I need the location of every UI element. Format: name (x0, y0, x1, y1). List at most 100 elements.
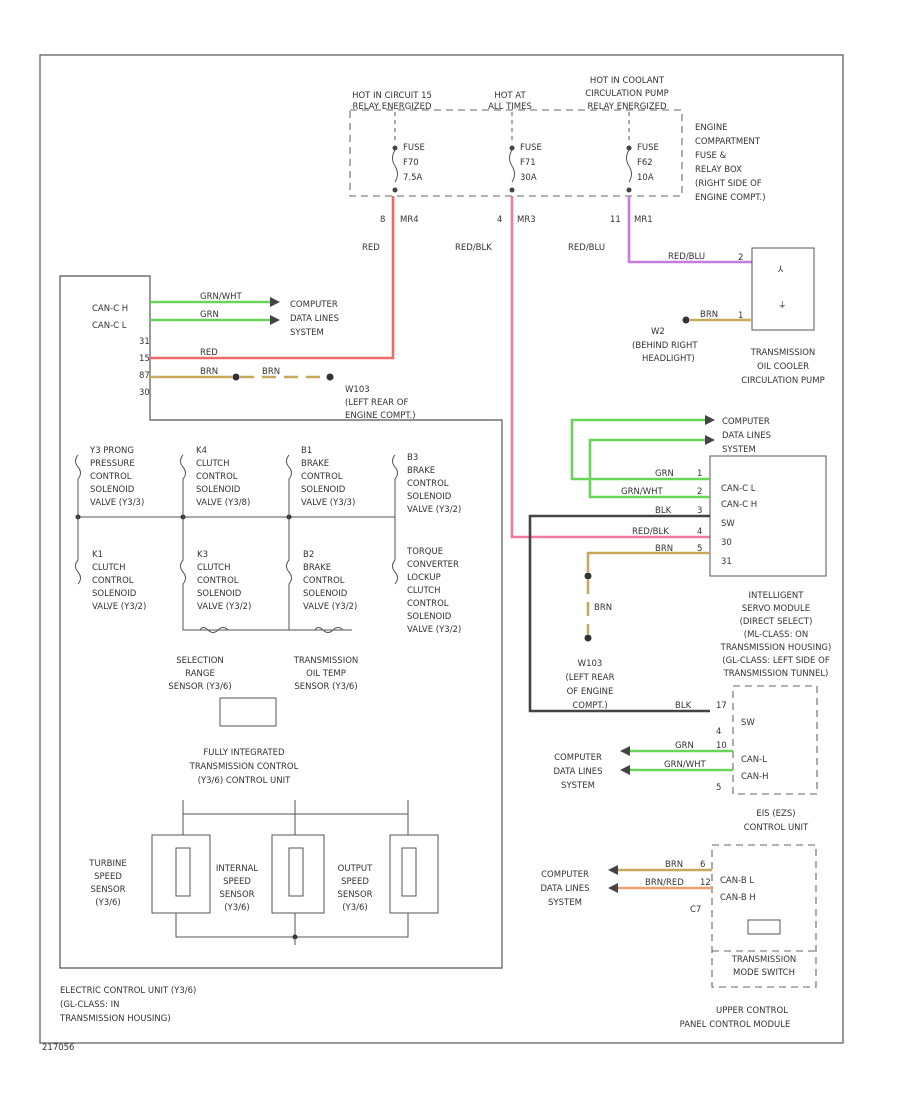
upper-panel-box (711, 844, 817, 988)
ism-label-line-5: TRANSMISSION HOUSING) (720, 643, 832, 653)
upper-wire-brn: BRN (665, 860, 683, 870)
pump-label-line-3: CIRCULATION PUMP (741, 376, 824, 386)
internal-sensor-line-2: SPEED (223, 877, 251, 887)
power-source-2: HOT AT ALL TIMES (488, 91, 532, 112)
fuse-box-line-3: FUSE & (695, 151, 727, 161)
internal-sensor-line-1: INTERNAL (216, 864, 259, 874)
pump-label-line-1: TRANSMISSION (750, 348, 816, 358)
upper-pin-6: 6 (700, 860, 705, 870)
eis-label-line-1: EIS (EZS) (756, 809, 795, 819)
temp-sensor-line-1: TRANSMISSION (293, 656, 359, 666)
eis-can-dest-line-2: DATA LINES (554, 767, 603, 777)
solenoid-tc-line-6: SOLENOID (407, 612, 452, 622)
pump-power-wire (627, 196, 752, 264)
ecu-label-line-1: ELECTRIC CONTROL UNIT (Y3/6) (60, 986, 196, 996)
fuse-box-label: ENGINE COMPARTMENT FUSE & RELAY BOX (RIG… (695, 123, 766, 203)
ism-pin-5: 5 (697, 544, 702, 554)
solenoid-b2-line-3: CONTROL (303, 576, 345, 586)
ecu-can-h-wire-label: GRN/WHT (200, 292, 243, 302)
solenoid-k4-line-2: CLUTCH (196, 459, 230, 469)
temp-sensor-line-3: SENSOR (Y3/6) (294, 682, 357, 692)
eis-pin-sw: SW (741, 718, 755, 728)
ism-pin-31: 31 (721, 557, 732, 567)
ecu-ground-id: W103 (345, 385, 370, 395)
fuse-pin-8: 8 (380, 215, 385, 225)
pump-pin-1: 1 (738, 311, 743, 321)
temp-sensor-line-2: OIL TEMP (306, 669, 346, 679)
ecu-can-dest-line-2: DATA LINES (290, 314, 339, 324)
solenoid-b3-line-5: VALVE (Y3/2) (407, 505, 461, 515)
selection-range-sensor: SELECTION RANGE SENSOR (Y3/6) (168, 656, 231, 692)
solenoid-k1: K1 CLUTCH CONTROL SOLENOID VALVE (Y3/2) (92, 550, 146, 612)
diagram-id: 217056 (42, 1043, 74, 1053)
ecu-ground-loc-1: (LEFT REAR OF (345, 398, 408, 408)
eis-wire-grn: GRN (675, 741, 694, 751)
ecu-ground-wire-1-label: BRN (200, 367, 218, 377)
solenoid-tc-line-3: LOCKUP (407, 573, 441, 583)
fuse-connector-mr3: MR3 (517, 215, 536, 225)
solenoid-y3-prong-line-1: Y3 PRONG (89, 446, 134, 456)
wire-color-red: RED (362, 243, 380, 253)
ism-label-line-6: (GL-CLASS: LEFT SIDE OF (722, 656, 830, 666)
ecu-label: ELECTRIC CONTROL UNIT (Y3/6) (GL-CLASS: … (59, 986, 196, 1024)
fuse-box-line-4: RELAY BOX (695, 165, 742, 175)
ecu-can-l-arrow (270, 315, 280, 325)
solenoid-b1-line-3: CONTROL (301, 472, 343, 482)
solenoid-k3-line-3: CONTROL (197, 576, 239, 586)
turbine-sensor-line-4: (Y3/6) (95, 898, 121, 908)
ism-can-wires (570, 415, 715, 499)
power-source-2-line-2: ALL TIMES (488, 102, 532, 112)
fuse-f71-label: FUSE (520, 143, 542, 153)
eis-can-dest-line-3: SYSTEM (561, 781, 595, 791)
solenoid-k3-line-1: K3 (197, 550, 208, 560)
ism-can-dest-line-3: SYSTEM (722, 445, 756, 455)
solenoid-k4-line-3: CONTROL (196, 472, 238, 482)
ism-label-line-2: SERVO MODULE (742, 604, 810, 614)
solenoid-k1-line-5: VALVE (Y3/2) (92, 602, 146, 612)
ism-can-dest-line-2: DATA LINES (722, 431, 771, 441)
solenoid-y3-prong-line-5: VALVE (Y3/3) (90, 498, 144, 508)
red-blk-trunk-wire (510, 196, 710, 539)
output-sensor-line-4: (Y3/6) (342, 903, 368, 913)
solenoid-b3: B3 BRAKE CONTROL SOLENOID VALVE (Y3/2) (407, 453, 461, 515)
fuse-box-line-2: COMPARTMENT (695, 137, 761, 147)
ism-can-dest-line-1: COMPUTER (722, 417, 770, 427)
solenoid-b2-line-5: VALVE (Y3/2) (303, 602, 357, 612)
eis-can-h-arrow (620, 765, 630, 775)
upper-can-dest-line-3: SYSTEM (548, 898, 582, 908)
ecu-pin-30: 30 (139, 388, 150, 398)
power-source-1-line-1: HOT IN CIRCUIT 15 (352, 91, 432, 101)
fuse-pin-4: 4 (497, 215, 502, 225)
ecu-can-h-arrow (270, 297, 280, 307)
eis-pin-can-l: CAN-L (741, 755, 767, 765)
internal-sensor-line-4: (Y3/6) (224, 903, 250, 913)
power-source-2-line-1: HOT AT (494, 91, 526, 101)
ism-pin-can-l: CAN-C L (721, 484, 756, 494)
eis-wire-blk: BLK (675, 701, 692, 711)
internal-speed-sensor: INTERNAL SPEED SENSOR (Y3/6) (216, 864, 259, 913)
fuse-f71: FUSE F71 30A (509, 112, 542, 193)
upper-pin-12: 12 (700, 878, 711, 888)
ism-wire-blk: BLK (655, 506, 672, 516)
fuse-f71-rating: 30A (520, 173, 537, 183)
solenoid-b3-line-2: BRAKE (407, 466, 435, 476)
ism-pin-30: 30 (721, 538, 732, 548)
ism-can-l-arrow (705, 415, 715, 425)
pump-label: TRANSMISSION OIL COOLER CIRCULATION PUMP (741, 348, 824, 386)
fuse-f70-id: F70 (403, 158, 419, 168)
solenoid-torque-converter: TORQUE CONVERTER LOCKUP CLUTCH CONTROL S… (406, 547, 461, 635)
solenoid-k4-line-4: SOLENOID (196, 485, 241, 495)
power-source-3: HOT IN COOLANT CIRCULATION PUMP RELAY EN… (585, 76, 668, 112)
eis-label-line-2: CONTROL UNIT (744, 823, 809, 833)
power-source-3-line-3: RELAY ENERGIZED (587, 102, 667, 112)
fuse-box-line-6: ENGINE COMPT.) (695, 193, 766, 203)
ecu-wires: GRN/WHT GRN RED BRN BRN (150, 196, 395, 381)
eis-can-destination: COMPUTER DATA LINES SYSTEM (554, 753, 603, 791)
turbine-sensor-line-3: SENSOR (90, 885, 125, 895)
ism-can-destination: COMPUTER DATA LINES SYSTEM (722, 417, 771, 455)
solenoid-k3-line-2: CLUTCH (197, 563, 231, 573)
eis-wire-grn-wht: GRN/WHT (664, 760, 707, 770)
fuse-box-outline (349, 109, 683, 197)
fuse-f62-id: F62 (637, 158, 653, 168)
